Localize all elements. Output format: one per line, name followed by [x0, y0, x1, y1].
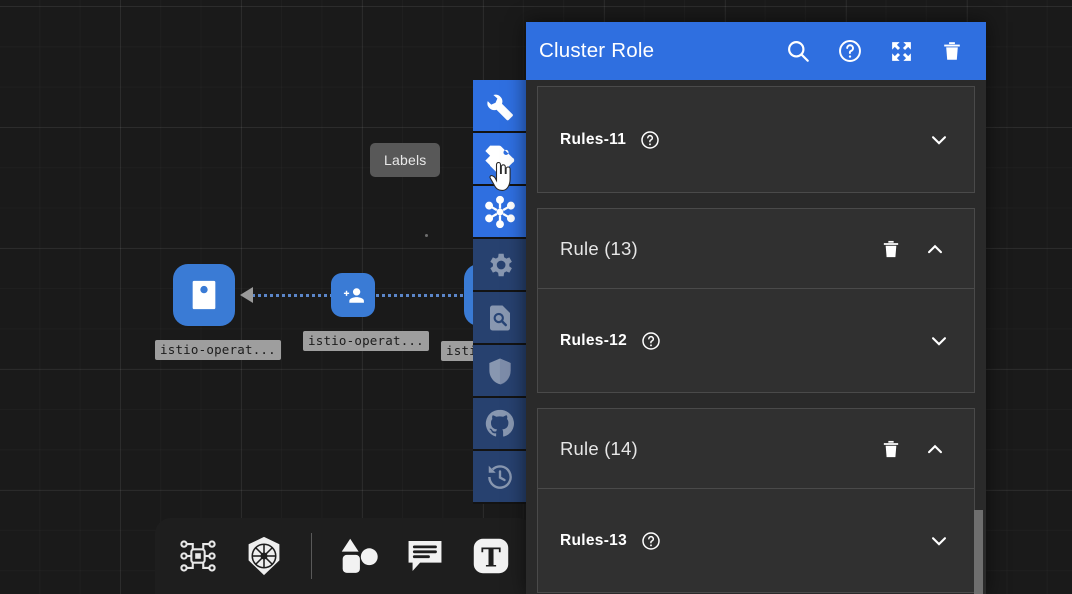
- question-circle-icon: [839, 40, 861, 62]
- rules-help-icon[interactable]: [641, 331, 661, 351]
- history-icon: [487, 464, 512, 489]
- rule-actions: [880, 238, 946, 260]
- topology-icon: [484, 195, 515, 228]
- text-icon: T: [473, 538, 509, 573]
- dock-shapes[interactable]: [334, 531, 384, 581]
- dock-comment[interactable]: [400, 531, 450, 581]
- role-binding-node[interactable]: [331, 273, 375, 317]
- question-circle-icon: [642, 331, 660, 350]
- shapes-icon: [341, 538, 378, 573]
- rule-collapse-chevron[interactable]: [924, 438, 946, 460]
- rule-label: Rule (13): [560, 237, 638, 259]
- chevron-up-icon: [927, 244, 943, 253]
- tool-github[interactable]: [473, 398, 526, 451]
- chip-icon: [180, 540, 216, 572]
- chevron-down-icon: [931, 135, 947, 145]
- chevron-up-icon: [927, 444, 943, 453]
- dock-separator: [311, 533, 312, 579]
- document-search-icon: [489, 305, 510, 330]
- trash-icon: [944, 42, 960, 60]
- question-circle-icon: [642, 531, 660, 550]
- vertical-toolbar: [473, 80, 526, 504]
- search-icon: [788, 41, 809, 62]
- rules-card: Rules-11: [537, 86, 975, 193]
- node-label-role-binding: istio-operat...: [303, 331, 429, 351]
- page-title: Cluster Role: [539, 39, 655, 62]
- labels-tooltip: Labels: [370, 143, 441, 177]
- edge-2: [376, 294, 486, 297]
- cluster-role-panel: Cluster Role: [526, 22, 986, 594]
- tool-settings[interactable]: [473, 239, 526, 292]
- rule-card: Rule (14): [537, 408, 975, 593]
- rule-delete-button[interactable]: [880, 238, 902, 260]
- gear-icon: [489, 253, 512, 276]
- delete-button[interactable]: [940, 39, 964, 63]
- shield-icon: [488, 358, 511, 385]
- bottom-dock: T: [155, 518, 534, 594]
- help-button[interactable]: [837, 38, 863, 64]
- rule-collapse-chevron[interactable]: [924, 238, 946, 260]
- wrench-icon: [486, 94, 513, 120]
- chevron-down-icon: [931, 336, 947, 346]
- rules-expand-chevron[interactable]: [928, 129, 950, 151]
- panel-scrollbar-track[interactable]: [972, 138, 986, 594]
- rule-actions: [880, 438, 946, 460]
- node-label-service-account: istio-operat...: [155, 340, 281, 360]
- dock-chip[interactable]: [173, 531, 223, 581]
- tool-security[interactable]: [473, 345, 526, 398]
- rule-label: Rule (14): [560, 437, 638, 459]
- canvas-dot-marker: [425, 234, 428, 237]
- rule-body: Rules-13: [538, 489, 974, 592]
- trash-icon: [883, 440, 899, 457]
- github-icon: [485, 409, 514, 437]
- badge-icon: [192, 280, 216, 310]
- search-button[interactable]: [785, 38, 811, 64]
- question-circle-icon: [641, 130, 659, 149]
- rules-label: Rules-13: [560, 531, 628, 549]
- kubernetes-icon: [248, 536, 280, 576]
- rule-body: Rules-12: [538, 289, 974, 392]
- chevron-down-icon: [931, 536, 947, 546]
- dock-kubernetes[interactable]: [239, 531, 289, 581]
- expand-button[interactable]: [889, 39, 914, 64]
- rules-expand-chevron[interactable]: [928, 530, 950, 552]
- panel-header: Cluster Role: [526, 22, 986, 80]
- panel-header-actions: [785, 38, 964, 64]
- tool-wrench[interactable]: [473, 80, 526, 133]
- panel-scroll-content: Rules-11: [537, 80, 975, 593]
- rules-help-icon[interactable]: [640, 130, 660, 150]
- tool-tag[interactable]: [473, 133, 526, 186]
- service-account-node[interactable]: [173, 264, 235, 326]
- tag-icon: [484, 145, 514, 174]
- dock-text[interactable]: T: [466, 531, 516, 581]
- rules-row[interactable]: Rules-12: [538, 289, 974, 392]
- expand-icon: [892, 41, 911, 61]
- panel-scrollbar-thumb[interactable]: [974, 510, 983, 594]
- panel-body[interactable]: Rules-11: [526, 80, 986, 594]
- users-add-icon: [343, 287, 364, 303]
- tool-inspect[interactable]: [473, 292, 526, 345]
- rule-header[interactable]: Rule (14): [538, 409, 974, 489]
- rules-row[interactable]: Rules-13: [538, 489, 974, 592]
- tool-history[interactable]: [473, 451, 526, 504]
- comment-icon: [408, 540, 442, 572]
- rules-label: Rules-12: [560, 331, 628, 349]
- rule-header[interactable]: Rule (13): [538, 209, 974, 289]
- rule-card: Rule (13): [537, 208, 975, 393]
- svg-text:T: T: [481, 542, 501, 573]
- trash-icon: [883, 240, 899, 257]
- edge-arrowhead: [240, 287, 253, 303]
- edge-1: [252, 294, 352, 297]
- rules-label: Rules-11: [560, 130, 627, 148]
- rules-expand-chevron[interactable]: [928, 330, 950, 352]
- tool-topology[interactable]: [473, 186, 526, 239]
- rules-help-icon[interactable]: [641, 531, 661, 551]
- rules-row[interactable]: Rules-11: [538, 87, 974, 192]
- rule-delete-button[interactable]: [880, 438, 902, 460]
